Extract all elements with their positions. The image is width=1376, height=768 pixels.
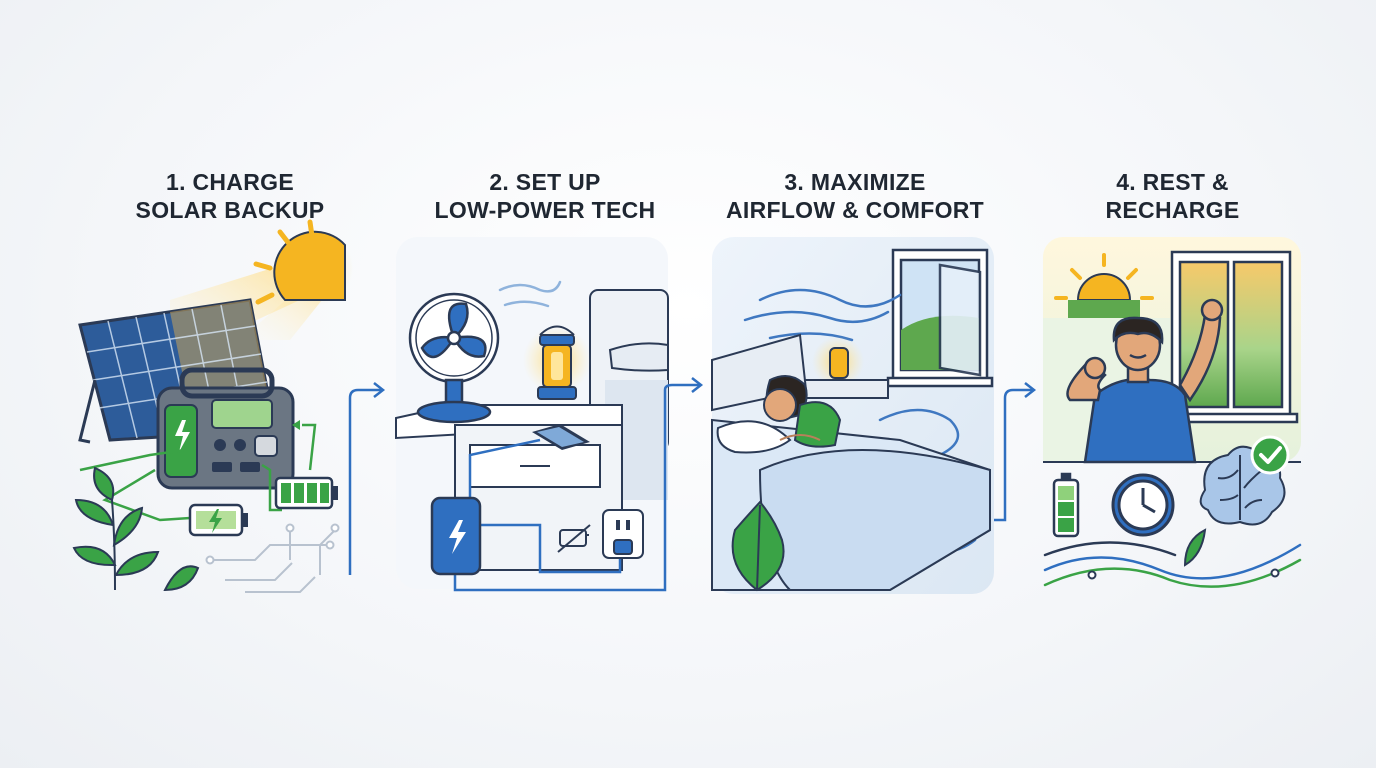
plant-icon xyxy=(72,466,200,592)
battery-icon xyxy=(1052,472,1080,538)
person-icon xyxy=(1066,298,1224,464)
wall-outlet-icon xyxy=(602,509,644,559)
phone-icon xyxy=(532,424,590,450)
battery-icon xyxy=(274,476,338,510)
fan-icon xyxy=(408,292,500,424)
battery-off-icon xyxy=(557,524,591,553)
power-station-icon xyxy=(156,367,295,490)
clock-icon xyxy=(1111,473,1175,537)
step-1-illustration xyxy=(72,219,353,593)
step-1-title: 1. CHARGE SOLAR BACKUP xyxy=(95,168,365,224)
battery-icon xyxy=(188,503,248,537)
arrow-icon xyxy=(348,382,386,575)
step-3-line1: 3. MAXIMIZE xyxy=(784,169,926,195)
step-2-line2: LOW-POWER TECH xyxy=(434,197,656,223)
circuit-icon xyxy=(205,523,340,593)
arrow-icon xyxy=(994,382,1037,522)
step-3-illustration xyxy=(711,237,994,594)
wind-icon xyxy=(498,280,562,308)
lantern-icon xyxy=(523,325,591,400)
wave-lines xyxy=(1043,528,1302,588)
step-4-line2: RECHARGE xyxy=(1105,197,1240,223)
checkmark-icon xyxy=(1250,435,1290,475)
lamp-icon xyxy=(803,336,889,399)
leaf-icon xyxy=(731,500,785,592)
step-4-line1: 4. REST & xyxy=(1116,169,1229,195)
cables xyxy=(453,377,704,592)
step-3-title: 3. MAXIMIZE AIRFLOW & COMFORT xyxy=(705,168,1005,224)
step-3-line2: AIRFLOW & COMFORT xyxy=(725,197,985,223)
step-2-title: 2. SET UP LOW-POWER TECH xyxy=(395,168,695,224)
sun-icon xyxy=(253,219,353,306)
cables xyxy=(79,420,317,522)
step-1-line1: 1. CHARGE xyxy=(166,169,294,195)
window-icon xyxy=(1163,250,1299,424)
step-4-illustration xyxy=(1043,237,1302,588)
sleeping-person xyxy=(763,375,842,448)
step-2-line1: 2. SET UP xyxy=(489,169,601,195)
step-4-title: 4. REST & RECHARGE xyxy=(1040,168,1305,224)
window-icon xyxy=(886,248,994,388)
power-bank-icon xyxy=(430,496,482,576)
step-1-line2: SOLAR BACKUP xyxy=(135,197,325,223)
step-2-illustration xyxy=(395,237,704,592)
sun-icon xyxy=(1054,253,1154,318)
